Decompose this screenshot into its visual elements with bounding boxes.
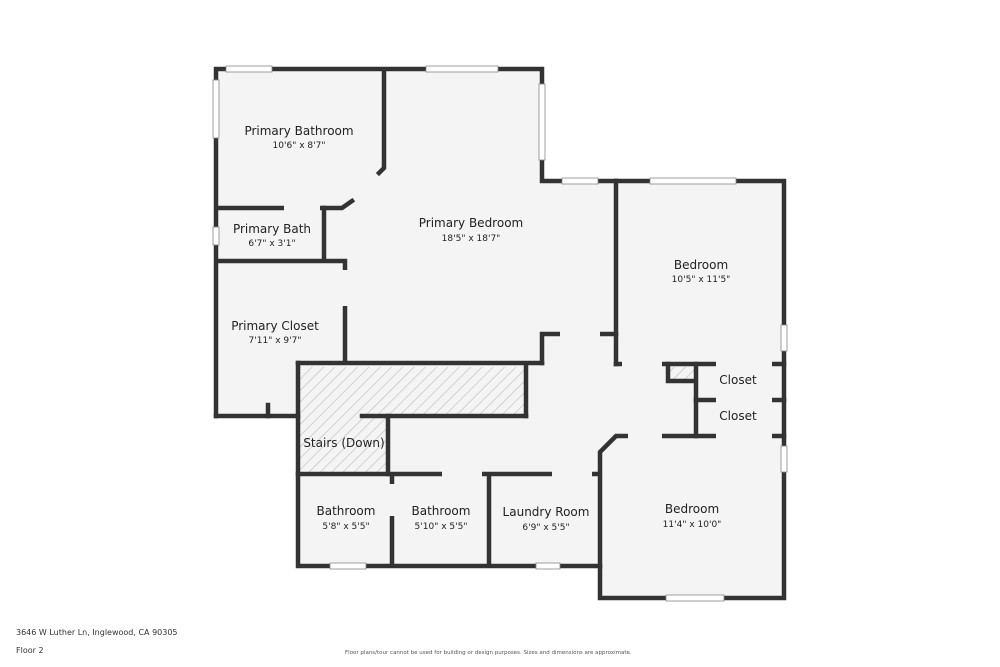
room-dim-primary-bath: 6'7" x 3'1" (248, 239, 295, 249)
room-name-closet-2: Closet (719, 409, 757, 423)
room-name-primary-bathroom: Primary Bathroom (244, 124, 353, 138)
door-openings (284, 205, 772, 516)
room-name-primary-bedroom: Primary Bedroom (419, 216, 523, 230)
room-dim-bedroom-top: 10'5" x 11'5" (672, 275, 731, 285)
stairs-hatch-lower (300, 414, 388, 472)
room-dim-laundry: 6'9" x 5'5" (522, 523, 569, 533)
disclaimer-text: Floor plans/tour cannot be used for buil… (345, 650, 632, 656)
stairs-hatch (300, 367, 526, 414)
room-name-stairs: Stairs (Down) (303, 436, 384, 450)
room-name-primary-bath: Primary Bath (233, 222, 311, 236)
room-name-bathroom-1: Bathroom (317, 504, 376, 518)
room-name-closet-1: Closet (719, 373, 757, 387)
room-name-primary-closet: Primary Closet (231, 319, 319, 333)
room-dim-primary-closet: 7'11" x 9'7" (249, 336, 302, 346)
room-name-bedroom-top: Bedroom (674, 258, 728, 272)
landing-hatch (670, 367, 694, 381)
floor-label: Floor 2 (16, 646, 44, 655)
room-labels: Primary Bathroom 10'6" x 8'7" Primary Ba… (231, 124, 757, 533)
room-name-bathroom-2: Bathroom (412, 504, 471, 518)
windows (212, 65, 788, 602)
room-name-laundry: Laundry Room (503, 505, 590, 519)
room-dim-bedroom-bottom: 11'4" x 10'0" (663, 520, 722, 530)
room-name-bedroom-bottom: Bedroom (665, 502, 719, 516)
room-dim-bathroom-1: 5'8" x 5'5" (322, 522, 369, 532)
room-dim-primary-bedroom: 18'5" x 18'7" (442, 234, 501, 244)
address-label: 3646 W Luther Ln, Inglewood, CA 90305 (16, 628, 178, 637)
room-dim-primary-bathroom: 10'6" x 8'7" (273, 141, 326, 151)
room-dim-bathroom-2: 5'10" x 5'5" (415, 522, 468, 532)
